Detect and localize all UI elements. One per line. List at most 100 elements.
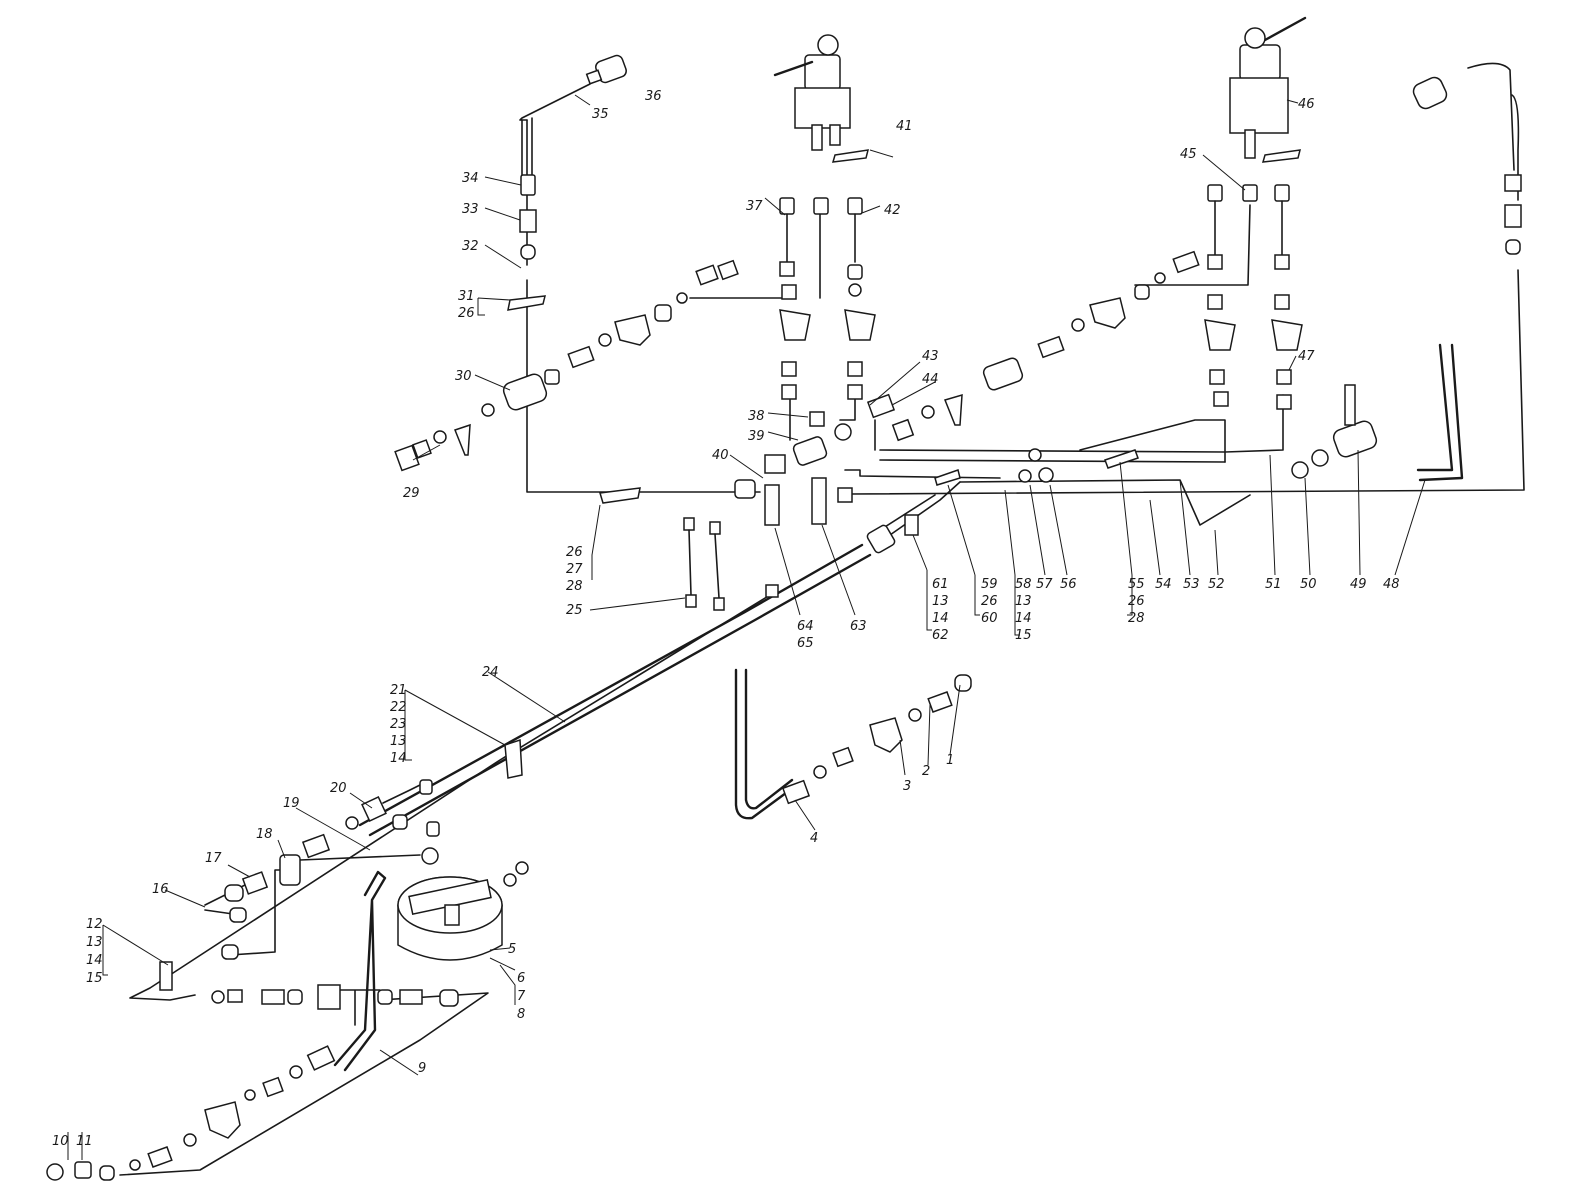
callout-9: 9 bbox=[418, 1061, 426, 1076]
pipe-central-upper bbox=[879, 449, 1226, 463]
right-valve-row bbox=[982, 250, 1200, 391]
callout-8: 8 bbox=[517, 1007, 525, 1022]
callout-15a: 15 bbox=[86, 971, 103, 986]
callout-20: 20 bbox=[330, 781, 347, 796]
callout-58: 58 bbox=[1015, 577, 1032, 592]
washer-44 bbox=[921, 405, 935, 419]
callout-5: 5 bbox=[508, 942, 516, 957]
callout-60: 60 bbox=[981, 611, 998, 626]
lower-row-fittings bbox=[211, 984, 459, 1010]
fitting-right-riser-b bbox=[1504, 204, 1522, 228]
reservoir-5 bbox=[397, 861, 529, 961]
coupling-36 bbox=[585, 54, 627, 85]
callout-49: 49 bbox=[1350, 577, 1367, 592]
callout-2: 2 bbox=[922, 764, 930, 779]
front-valve-row bbox=[781, 674, 972, 805]
pipe-51 bbox=[874, 394, 1284, 453]
callout-34: 34 bbox=[462, 171, 479, 186]
callout-26d: 26 bbox=[981, 594, 998, 609]
callout-25: 25 bbox=[566, 603, 583, 618]
clamp-12 bbox=[159, 961, 173, 991]
washer-29b bbox=[481, 403, 495, 417]
callout-53: 53 bbox=[1183, 577, 1200, 592]
callout-37: 37 bbox=[746, 199, 763, 214]
callout-10: 10 bbox=[52, 1134, 69, 1149]
washer-29a bbox=[433, 430, 447, 444]
fitting-lower-left bbox=[221, 944, 239, 960]
bolt-29 bbox=[394, 439, 432, 472]
cluster-20 bbox=[345, 779, 433, 830]
callout-52: 52 bbox=[1208, 577, 1225, 592]
stack-mid bbox=[813, 197, 829, 215]
callout-28b: 28 bbox=[1128, 611, 1145, 626]
callout-42: 42 bbox=[884, 203, 901, 218]
gasket-46 bbox=[1261, 149, 1301, 163]
pipe-left-riser bbox=[526, 119, 761, 493]
fitting-34 bbox=[520, 174, 536, 196]
callout-47: 47 bbox=[1298, 349, 1315, 364]
callout-26b: 26 bbox=[458, 306, 475, 321]
callout-36: 36 bbox=[645, 89, 662, 104]
clamp-26 bbox=[599, 487, 641, 504]
callout-26a: 26 bbox=[566, 545, 583, 560]
banjo-29 bbox=[454, 423, 471, 456]
fitting-24-end bbox=[765, 584, 779, 598]
pipe-53 bbox=[959, 479, 1251, 526]
callout-56: 56 bbox=[1060, 577, 1077, 592]
pipe-diagonal-to-59 bbox=[879, 481, 961, 536]
callout-27: 27 bbox=[566, 562, 583, 577]
callout-51: 51 bbox=[1265, 577, 1282, 592]
stack-37 bbox=[779, 197, 795, 277]
callout-50: 50 bbox=[1300, 577, 1317, 592]
hose-4 bbox=[734, 668, 794, 820]
stack-42 bbox=[844, 197, 876, 400]
nut-10 bbox=[46, 1163, 64, 1181]
pipe-to-63 bbox=[844, 469, 1001, 479]
callout-13a: 13 bbox=[86, 935, 103, 950]
callout-14a: 14 bbox=[86, 953, 103, 968]
callouts: 1 2 3 4 5 6 7 8 9 10 11 12 13 14 15 16 1… bbox=[52, 89, 1400, 1149]
callout-31: 31 bbox=[458, 289, 475, 304]
coupling-top-right bbox=[1412, 76, 1448, 110]
fitting-43-44 bbox=[866, 393, 896, 419]
clamp-55 bbox=[1104, 449, 1139, 469]
callout-64: 64 bbox=[797, 619, 814, 634]
fitting-right-riser-c bbox=[1505, 239, 1521, 255]
callout-29: 29 bbox=[403, 486, 420, 501]
callout-1: 1 bbox=[946, 753, 954, 768]
tee-49 bbox=[1332, 384, 1378, 458]
callout-38: 38 bbox=[748, 409, 765, 424]
callout-15b: 15 bbox=[1015, 628, 1032, 643]
components bbox=[46, 16, 1522, 1181]
callout-44: 44 bbox=[922, 372, 939, 387]
fitting-11 bbox=[74, 1161, 92, 1179]
pipe-central-down bbox=[789, 389, 856, 441]
callout-13d: 13 bbox=[932, 594, 949, 609]
pipe-24 bbox=[358, 543, 872, 837]
fitting-upper-mid bbox=[1028, 448, 1042, 462]
clamp-31 bbox=[507, 295, 546, 311]
callout-6: 6 bbox=[517, 971, 525, 986]
hose-48 bbox=[1416, 343, 1464, 482]
callout-14c: 14 bbox=[1015, 611, 1032, 626]
banjo-44 bbox=[943, 393, 963, 426]
callout-16: 16 bbox=[152, 882, 169, 897]
callout-59: 59 bbox=[981, 577, 998, 592]
stack-45 bbox=[1204, 184, 1236, 407]
pipe-right-riser bbox=[849, 94, 1525, 495]
pipe-35-arm bbox=[521, 117, 533, 176]
callout-62: 62 bbox=[932, 628, 949, 643]
clamp-59 bbox=[934, 469, 961, 486]
pipe-right-top-bend bbox=[1467, 62, 1515, 171]
callout-11: 11 bbox=[76, 1134, 93, 1149]
fitting-32 bbox=[520, 244, 536, 260]
callout-45: 45 bbox=[1180, 147, 1197, 162]
fitting-56 bbox=[1038, 467, 1054, 483]
cluster-17-18 bbox=[224, 821, 440, 923]
callout-55: 55 bbox=[1128, 577, 1145, 592]
bolt-mid bbox=[891, 418, 915, 442]
callout-18: 18 bbox=[256, 827, 273, 842]
callout-57: 57 bbox=[1036, 577, 1053, 592]
fitting-30 bbox=[502, 373, 548, 411]
